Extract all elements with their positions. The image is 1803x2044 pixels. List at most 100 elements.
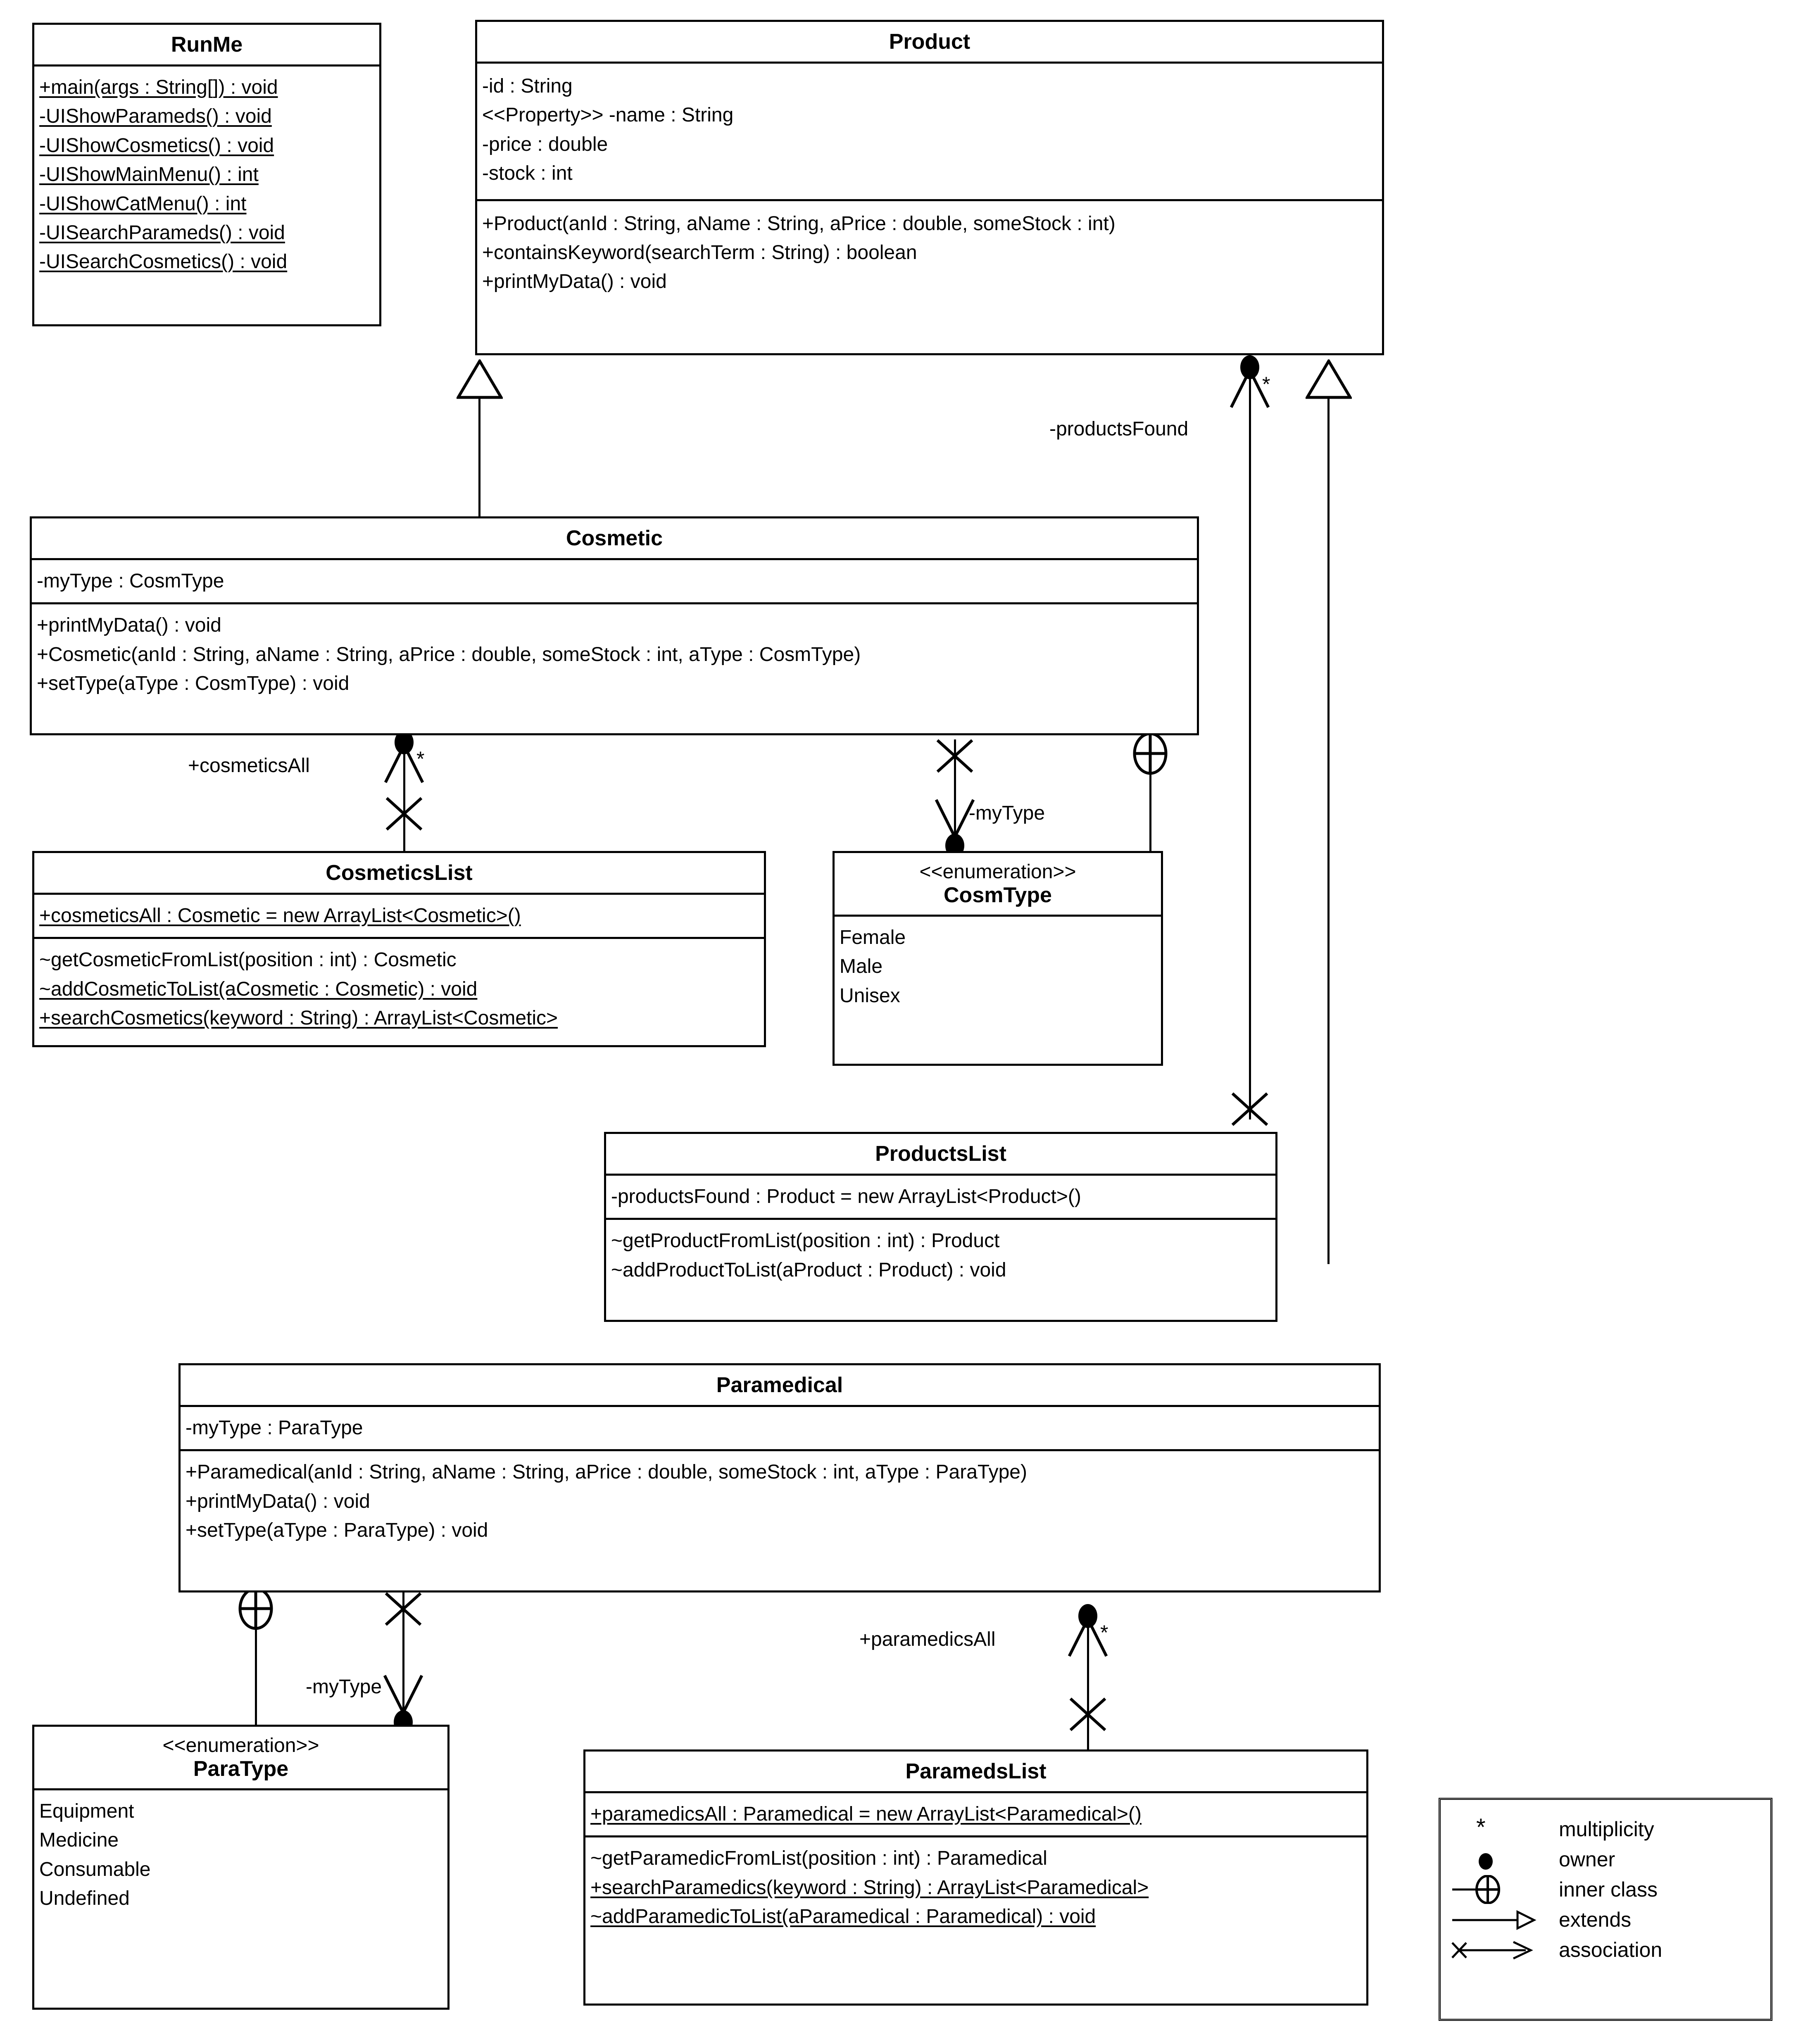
- class-member: -id : String: [482, 75, 573, 97]
- legend-label: association: [1559, 1938, 1663, 1961]
- x-open-arrow-icon: [1451, 1935, 1559, 1965]
- enum-literal: Female: [840, 926, 906, 948]
- class-member: -UIShowMainMenu() : int: [39, 164, 259, 186]
- class-title-product: Product: [477, 22, 1382, 64]
- edge-cosmeticslist-cosmeticsall: [403, 739, 405, 851]
- owner-dot-paramedicsall: [1078, 1604, 1097, 1628]
- class-box-productslist[interactable]: ProductsList -productsFound : Product = …: [604, 1132, 1277, 1322]
- legend-label: inner class: [1559, 1878, 1658, 1901]
- class-box-runme[interactable]: RunMe +main(args : String[]) : void -UIS…: [32, 23, 381, 326]
- class-box-paramedslist[interactable]: ParamedsList +paramedicsAll : Paramedica…: [583, 1749, 1368, 2006]
- class-title-paramedslist: ParamedsList: [585, 1752, 1366, 1793]
- class-title-productslist: ProductsList: [606, 1134, 1275, 1176]
- legend-row-inner-class: inner class: [1451, 1874, 1762, 1904]
- association-x-icon-cosm-mytype: [936, 739, 973, 773]
- edge-paramedslist-paramedicsall: [1087, 1613, 1089, 1749]
- class-attributes-product: -id : String <<Property>> -name : String…: [477, 64, 1382, 201]
- enum-literal: Consumable: [39, 1858, 151, 1880]
- class-attributes-productslist: -productsFound : Product = new ArrayList…: [606, 1176, 1275, 1220]
- legend-row-association: association: [1451, 1935, 1762, 1965]
- class-member: +setType(aType : CosmType) : void: [37, 673, 350, 695]
- class-box-cosmtype[interactable]: <<enumeration>> CosmType Female Male Uni…: [833, 851, 1163, 1066]
- class-member: -price : double: [482, 133, 608, 155]
- class-member: ~getCosmeticFromList(position : int) : C…: [39, 949, 457, 971]
- class-member: ~addParamedicToList(aParamedical : Param…: [590, 1906, 1096, 1928]
- class-literals-paratype: Equipment Medicine Consumable Undefined: [34, 1790, 447, 1920]
- enum-literal: Male: [840, 955, 883, 978]
- class-member: +containsKeyword(searchTerm : String) : …: [482, 241, 917, 264]
- multiplicity-star-cosmeticsall: *: [416, 747, 425, 770]
- edge-cosmetic-extends-product: [478, 397, 480, 516]
- class-member: -productsFound : Product = new ArrayList…: [611, 1186, 1081, 1207]
- class-title-runme: RunMe: [34, 25, 379, 67]
- class-member: -myType : CosmType: [37, 570, 224, 592]
- class-operations-cosmetic: +printMyData() : void +Cosmetic(anId : S…: [32, 604, 1197, 705]
- edge-productslist-productsfound: [1249, 364, 1251, 1119]
- class-member: +setType(aType : ParaType) : void: [186, 1519, 488, 1542]
- class-member: +printMyData() : void: [37, 614, 221, 637]
- class-member: +printMyData() : void: [482, 271, 667, 293]
- class-member: ~getParamedicFromList(position : int) : …: [590, 1847, 1047, 1870]
- class-literals-cosmtype: Female Male Unisex: [835, 917, 1161, 1017]
- class-box-paratype[interactable]: <<enumeration>> ParaType Equipment Medic…: [32, 1725, 450, 2010]
- class-operations-productslist: ~getProductFromList(position : int) : Pr…: [606, 1220, 1275, 1291]
- class-attributes-cosmetic: -myType : CosmType: [32, 560, 1197, 605]
- class-operations-paramedical: +Paramedical(anId : String, aName : Stri…: [181, 1451, 1379, 1552]
- legend-box: * multiplicity owner inner class: [1439, 1798, 1772, 2021]
- class-title-cosmetic: Cosmetic: [32, 518, 1197, 560]
- multiplicity-star-paramedicsall: *: [1100, 1621, 1108, 1644]
- class-title-cosmeticslist: CosmeticsList: [34, 853, 764, 895]
- enum-literal: Unisex: [840, 984, 900, 1007]
- edge-paramedical-mytype: [402, 1592, 404, 1725]
- class-stereotype-cosmtype: <<enumeration>>: [919, 861, 1076, 883]
- label-para-my-type: -myType: [306, 1676, 382, 1698]
- class-member: +searchCosmetics(keyword : String) : Arr…: [39, 1007, 558, 1029]
- class-member: +Cosmetic(anId : String, aName : String,…: [37, 643, 861, 665]
- edge-cosmetic-innerclass-cosmtype: [1149, 766, 1151, 851]
- open-arrow-icon-para-mytype: [383, 1675, 423, 1714]
- open-arrow-icon-cosmeticsall: [384, 743, 424, 783]
- association-x-icon-para-mytype: [385, 1592, 422, 1626]
- class-box-cosmeticslist[interactable]: CosmeticsList +cosmeticsAll : Cosmetic =…: [32, 851, 766, 1047]
- legend-row-owner: owner: [1451, 1844, 1762, 1874]
- class-box-cosmetic[interactable]: Cosmetic -myType : CosmType +printMyData…: [30, 516, 1199, 735]
- association-x-icon-productsfound: [1231, 1092, 1268, 1126]
- enum-literal: Equipment: [39, 1800, 134, 1822]
- class-attributes-cosmeticslist: +cosmeticsAll : Cosmetic = new ArrayList…: [34, 895, 764, 939]
- class-name-cosmtype: CosmType: [944, 883, 1052, 908]
- open-arrow-icon-productsfound: [1230, 368, 1270, 408]
- hollow-arrow-icon: [1451, 1904, 1559, 1935]
- class-operations-product: +Product(anId : String, aName : String, …: [477, 201, 1382, 307]
- class-title-paramedical: Paramedical: [181, 1365, 1379, 1407]
- class-member: +paramedicsAll : Paramedical = new Array…: [590, 1803, 1142, 1825]
- label-paramedics-all: +paramedicsAll: [859, 1628, 996, 1650]
- class-member: +Paramedical(anId : String, aName : Stri…: [186, 1461, 1027, 1483]
- class-operations-paramedslist: ~getParamedicFromList(position : int) : …: [585, 1837, 1366, 1938]
- legend-label: extends: [1559, 1908, 1632, 1931]
- class-box-product[interactable]: Product -id : String <<Property>> -name …: [475, 20, 1384, 355]
- legend-label: owner: [1559, 1847, 1615, 1871]
- label-products-found: -productsFound: [1049, 418, 1189, 440]
- class-member: -UIShowCatMenu() : int: [39, 193, 247, 215]
- class-box-paramedical[interactable]: Paramedical -myType : ParaType +Paramedi…: [178, 1363, 1381, 1592]
- owner-dot-productsfound: [1240, 355, 1259, 379]
- class-member: -UIShowCosmetics() : void: [39, 134, 274, 157]
- class-attributes-paramedslist: +paramedicsAll : Paramedical = new Array…: [585, 1793, 1366, 1838]
- class-stereotype-paratype: <<enumeration>>: [162, 1735, 319, 1756]
- class-member: <<Property>> -name : String: [482, 104, 734, 126]
- edge-paramedical-extends-product: [1327, 397, 1330, 1264]
- edge-cosmetic-mytype: [954, 739, 956, 851]
- class-member: +Product(anId : String, aName : String, …: [482, 212, 1116, 235]
- class-member: ~getProductFromList(position : int) : Pr…: [611, 1230, 1000, 1252]
- open-arrow-icon-paramedicsall: [1068, 1616, 1108, 1657]
- edge-paramedical-innerclass-paratype: [255, 1621, 257, 1729]
- hollow-triangle-icon-paramedical: [1306, 359, 1352, 399]
- class-member: +searchParamedics(keyword : String) : Ar…: [590, 1876, 1149, 1899]
- legend-row-multiplicity: * multiplicity: [1451, 1814, 1762, 1844]
- label-cosmetics-all: +cosmeticsAll: [188, 755, 310, 777]
- class-member: ~addProductToList(aProduct : Product) : …: [611, 1259, 1006, 1281]
- asterisk-icon: *: [1476, 1814, 1486, 1841]
- class-member: -UISearchCosmetics() : void: [39, 251, 288, 273]
- class-member: -UISearchParameds() : void: [39, 221, 285, 244]
